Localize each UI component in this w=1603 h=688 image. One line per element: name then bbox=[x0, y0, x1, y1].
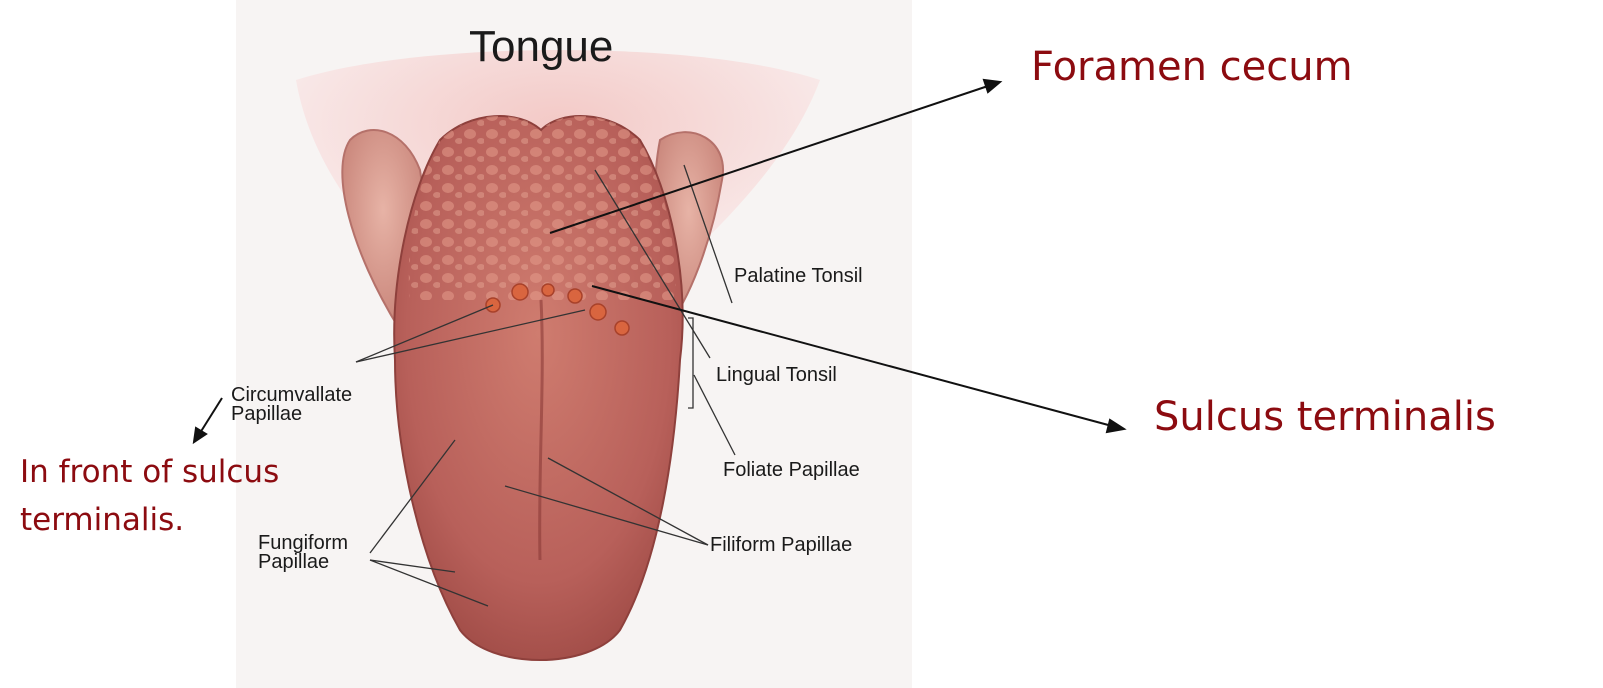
label-fungiform-line2: Papillae bbox=[258, 553, 348, 572]
diagram-title: Tongue bbox=[469, 22, 613, 72]
label-foliate-papillae: Foliate Papillae bbox=[723, 459, 860, 481]
annotation-sulcus-terminalis: Sulcus terminalis bbox=[1154, 394, 1496, 440]
note-line1: In front of sulcus bbox=[20, 448, 279, 496]
label-filiform-papillae: Filiform Papillae bbox=[710, 534, 852, 556]
label-circumvallate-papillae: Circumvallate Papillae bbox=[231, 386, 352, 424]
annotation-circumvallate-note: In front of sulcus terminalis. bbox=[20, 448, 279, 544]
label-palatine-tonsil: Palatine Tonsil bbox=[734, 265, 863, 287]
annotation-foramen-cecum: Foramen cecum bbox=[1031, 44, 1353, 90]
note-line2: terminalis. bbox=[20, 496, 279, 544]
label-circumvallate-line2: Papillae bbox=[231, 405, 352, 424]
tongue-root-texture bbox=[409, 116, 676, 300]
label-lingual-tonsil: Lingual Tonsil bbox=[716, 364, 837, 386]
